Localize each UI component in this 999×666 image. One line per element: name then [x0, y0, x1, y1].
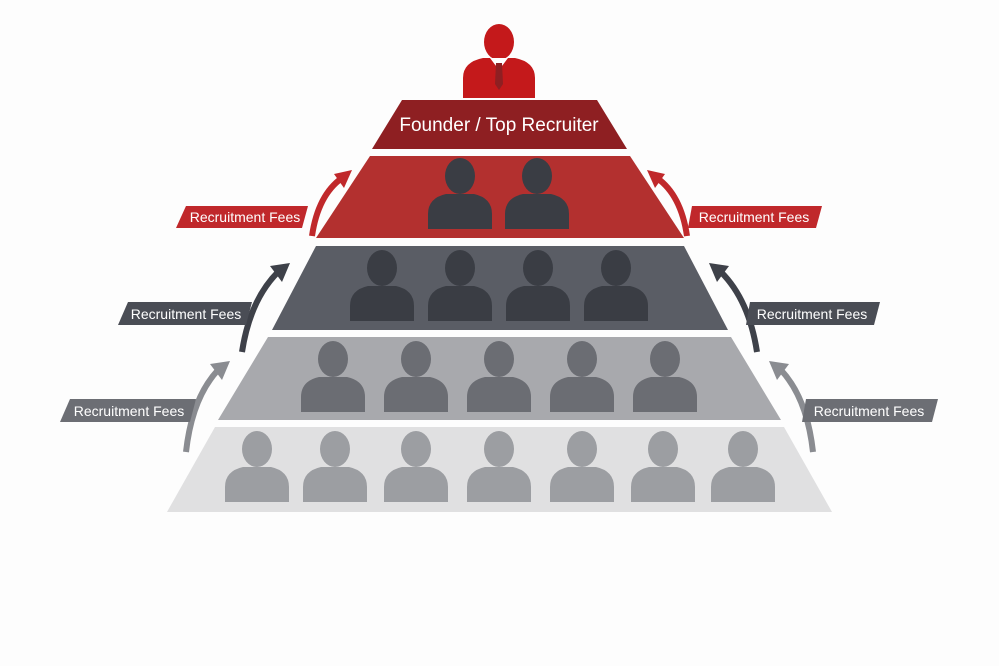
- arrow-up-icon: [647, 170, 690, 237]
- fee-tag-left-middle: Recruitment Fees: [118, 302, 252, 325]
- arrow-up-icon: [769, 361, 816, 453]
- fee-label: Recruitment Fees: [74, 403, 184, 419]
- fee-label: Recruitment Fees: [757, 306, 867, 322]
- fee-tag-right-middle: Recruitment Fees: [746, 302, 880, 325]
- fee-tag-right-bottom: Recruitment Fees: [802, 399, 938, 422]
- fee-tag-left-top: Recruitment Fees: [176, 206, 308, 228]
- founder-band: Founder / Top Recruiter: [372, 100, 627, 149]
- arrow-up-icon: [709, 263, 760, 353]
- founder-icon: [463, 24, 535, 98]
- founder-label: Founder / Top Recruiter: [399, 115, 599, 136]
- fee-tag-left-bottom: Recruitment Fees: [60, 399, 196, 422]
- tier-5-band: [167, 427, 832, 512]
- arrow-up-icon: [309, 170, 352, 237]
- tier-2-band: [316, 156, 684, 238]
- fee-label: Recruitment Fees: [190, 209, 300, 225]
- tier-4-band: [218, 337, 781, 420]
- fee-tag-right-top: Recruitment Fees: [688, 206, 822, 228]
- fee-label: Recruitment Fees: [814, 403, 924, 419]
- arrow-up-icon: [239, 263, 290, 353]
- fee-label: Recruitment Fees: [131, 306, 241, 322]
- fee-label: Recruitment Fees: [699, 209, 809, 225]
- tier-3-band: [272, 246, 728, 330]
- arrow-up-icon: [183, 361, 230, 453]
